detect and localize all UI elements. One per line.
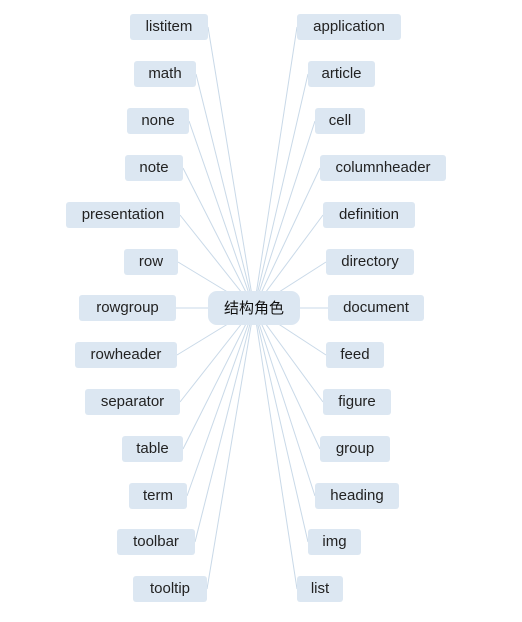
node-left-listitem: listitem: [130, 14, 208, 40]
node-right-directory: directory: [326, 249, 414, 275]
connector-line: [253, 73, 309, 309]
node-left-table: table: [122, 436, 183, 462]
node-left-presentation: presentation: [66, 202, 180, 228]
node-right-application: application: [297, 14, 401, 40]
root-node: 结构角色: [208, 291, 300, 325]
node-left-math: math: [134, 61, 196, 87]
node-left-toolbar: toolbar: [117, 529, 195, 555]
node-right-columnheader: columnheader: [320, 155, 446, 181]
connector-line: [253, 26, 298, 309]
node-right-article: article: [308, 61, 375, 87]
connector-line: [206, 307, 255, 590]
node-left-note: note: [125, 155, 183, 181]
connector-line: [182, 167, 255, 309]
node-left-rowgroup: rowgroup: [79, 295, 176, 321]
connector-line: [194, 307, 255, 543]
node-left-separator: separator: [85, 389, 180, 415]
node-right-list: list: [297, 576, 343, 602]
connector-line: [195, 73, 255, 309]
node-left-term: term: [129, 483, 187, 509]
connector-line: [207, 26, 255, 309]
node-right-img: img: [308, 529, 361, 555]
node-left-none: none: [127, 108, 189, 134]
connector-line: [253, 307, 298, 590]
connector-line: [253, 307, 321, 450]
node-right-group: group: [320, 436, 390, 462]
node-right-feed: feed: [326, 342, 384, 368]
connector-line: [253, 307, 309, 543]
node-right-figure: figure: [323, 389, 391, 415]
node-left-row: row: [124, 249, 178, 275]
node-right-cell: cell: [315, 108, 365, 134]
node-left-rowheader: rowheader: [75, 342, 177, 368]
connector-line: [253, 307, 316, 497]
node-right-definition: definition: [323, 202, 415, 228]
connector-line: [253, 167, 321, 309]
connector-line: [188, 120, 255, 309]
node-right-document: document: [328, 295, 424, 321]
connector-line: [182, 307, 255, 450]
right-connectors: [253, 26, 328, 590]
connector-line: [253, 120, 316, 309]
node-right-heading: heading: [315, 483, 399, 509]
node-left-tooltip: tooltip: [133, 576, 207, 602]
connector-line: [186, 307, 255, 497]
